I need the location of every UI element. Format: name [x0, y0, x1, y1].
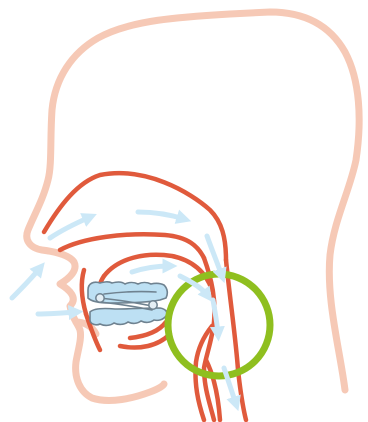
airflow-arrow-nose-in [12, 268, 40, 298]
connector-knob-front [96, 294, 104, 302]
airflow-arrow-mouth-back [132, 266, 170, 272]
airflow-arrow-mouth-in [38, 312, 76, 314]
airflow-arrow-nasal-top [138, 212, 184, 219]
lower-tray [90, 308, 167, 325]
connector-knob-rear [149, 301, 157, 309]
oral-mouthguard-appliance [88, 282, 167, 326]
head-profile-outline [27, 12, 359, 400]
airflow-arrow-nasal-front [50, 217, 90, 238]
